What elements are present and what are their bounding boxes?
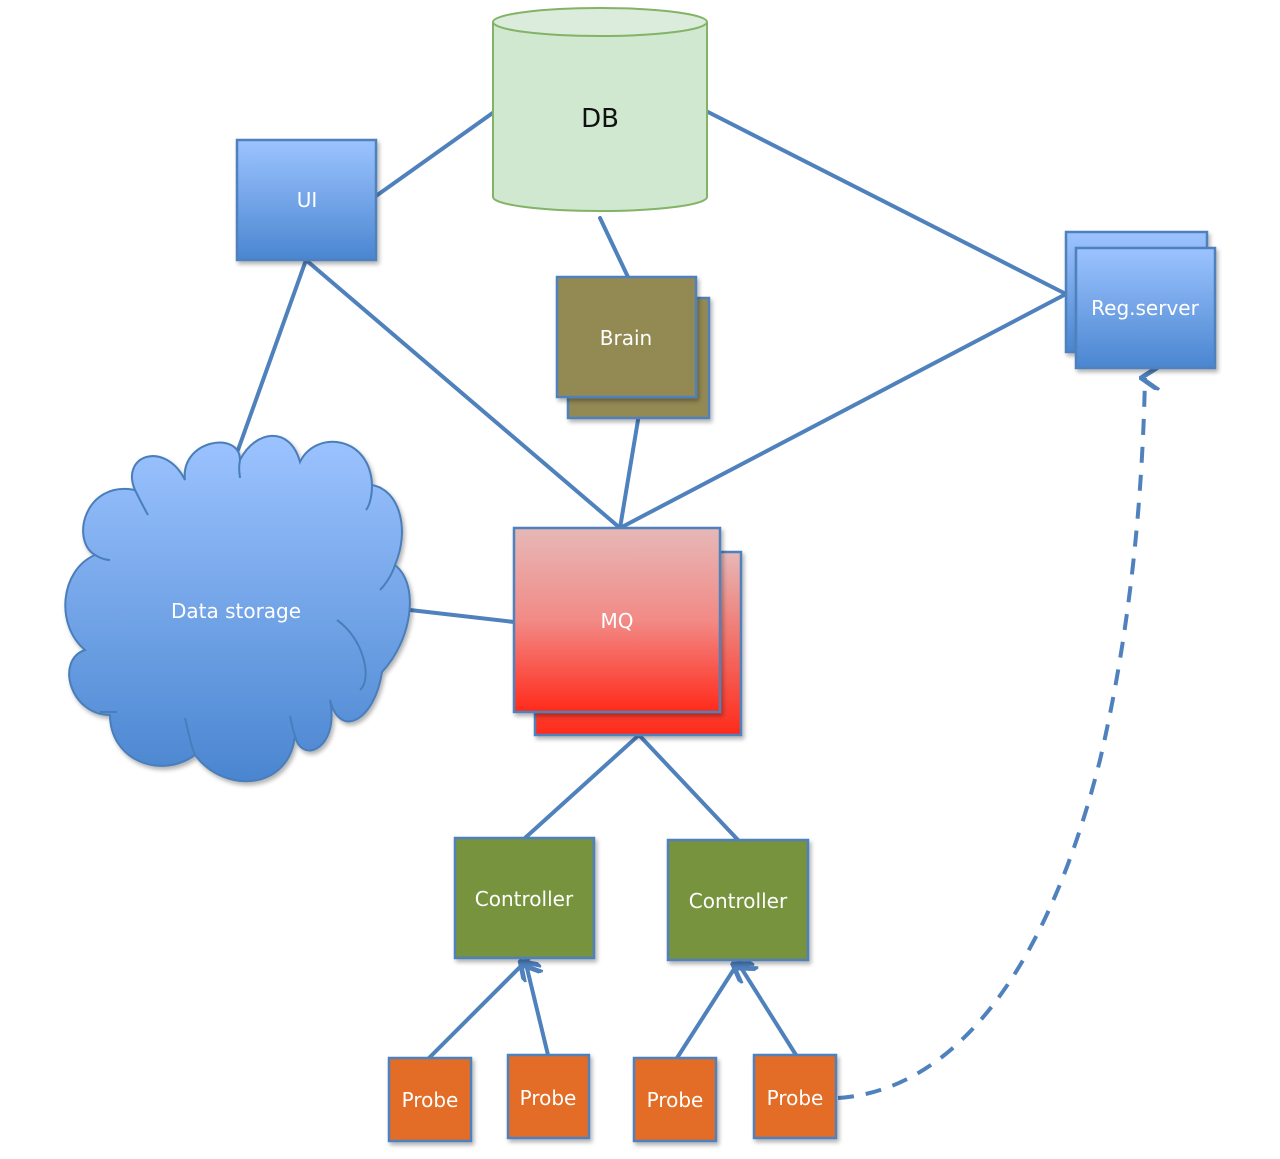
edge-ui-mq bbox=[304, 258, 622, 530]
edge-datastorage-mq bbox=[408, 608, 516, 624]
probe-4-box bbox=[752, 1053, 838, 1140]
controller-2-label: Controller bbox=[689, 889, 788, 913]
edge-probe1-controller1 bbox=[427, 964, 523, 1060]
node-ui[interactable]: UI bbox=[235, 138, 378, 262]
probe-2-box bbox=[506, 1053, 591, 1140]
data-storage-label: Data storage bbox=[171, 599, 301, 623]
edge-mq-controller2 bbox=[637, 733, 740, 842]
edges bbox=[236, 110, 1145, 1100]
node-reg-server[interactable]: Reg.server bbox=[1064, 230, 1217, 370]
edge-db-brain bbox=[598, 216, 630, 279]
node-probe-2[interactable]: Probe bbox=[506, 1053, 591, 1140]
node-data-storage[interactable]: Data storage bbox=[64, 434, 411, 783]
db-cylinder-body bbox=[492, 22, 708, 212]
node-mq[interactable]: MQ bbox=[512, 526, 743, 737]
brain-label: Brain bbox=[600, 326, 652, 350]
probe-2-label: Probe bbox=[520, 1086, 577, 1110]
mq-label: MQ bbox=[601, 609, 634, 633]
node-db[interactable]: DB bbox=[492, 7, 708, 212]
edge-probe4-regserver-dashed bbox=[837, 378, 1145, 1100]
edge-probe2-controller1 bbox=[526, 964, 550, 1057]
probe-3-box bbox=[632, 1056, 718, 1143]
mq-box-front bbox=[512, 526, 722, 714]
regserver-box-front bbox=[1074, 246, 1217, 370]
edge-probe3-controller2 bbox=[675, 966, 736, 1060]
controller-1-label: Controller bbox=[475, 887, 574, 911]
edge-ui-datastorage bbox=[236, 258, 308, 452]
ui-box bbox=[235, 138, 378, 262]
controller-2-box bbox=[666, 838, 810, 962]
db-label: DB bbox=[581, 104, 619, 134]
regserver-label: Reg.server bbox=[1091, 296, 1199, 320]
edge-probe4-controller2 bbox=[740, 966, 798, 1057]
probe-3-label: Probe bbox=[647, 1088, 704, 1112]
edge-mq-controller1 bbox=[523, 733, 641, 840]
node-probe-4[interactable]: Probe bbox=[752, 1053, 838, 1140]
edge-ui-db bbox=[374, 110, 496, 198]
data-storage-cloud bbox=[64, 434, 411, 783]
probe-4-label: Probe bbox=[767, 1086, 824, 1110]
node-brain[interactable]: Brain bbox=[555, 275, 711, 420]
edge-db-regserver bbox=[706, 110, 1068, 296]
edge-brain-mq bbox=[618, 418, 640, 530]
ui-label: UI bbox=[297, 188, 318, 212]
controller-1-box bbox=[453, 836, 596, 960]
data-storage-cloud-inner-curves bbox=[94, 459, 396, 756]
node-probe-1[interactable]: Probe bbox=[387, 1056, 473, 1143]
db-cylinder-top bbox=[492, 7, 708, 37]
edge-regserver-mq bbox=[618, 292, 1068, 530]
probe-1-label: Probe bbox=[402, 1088, 459, 1112]
node-controller-1[interactable]: Controller bbox=[453, 836, 596, 960]
node-probe-3[interactable]: Probe bbox=[632, 1056, 718, 1143]
probe-1-box bbox=[387, 1056, 473, 1143]
node-controller-2[interactable]: Controller bbox=[666, 838, 810, 962]
brain-box-front bbox=[555, 275, 698, 399]
